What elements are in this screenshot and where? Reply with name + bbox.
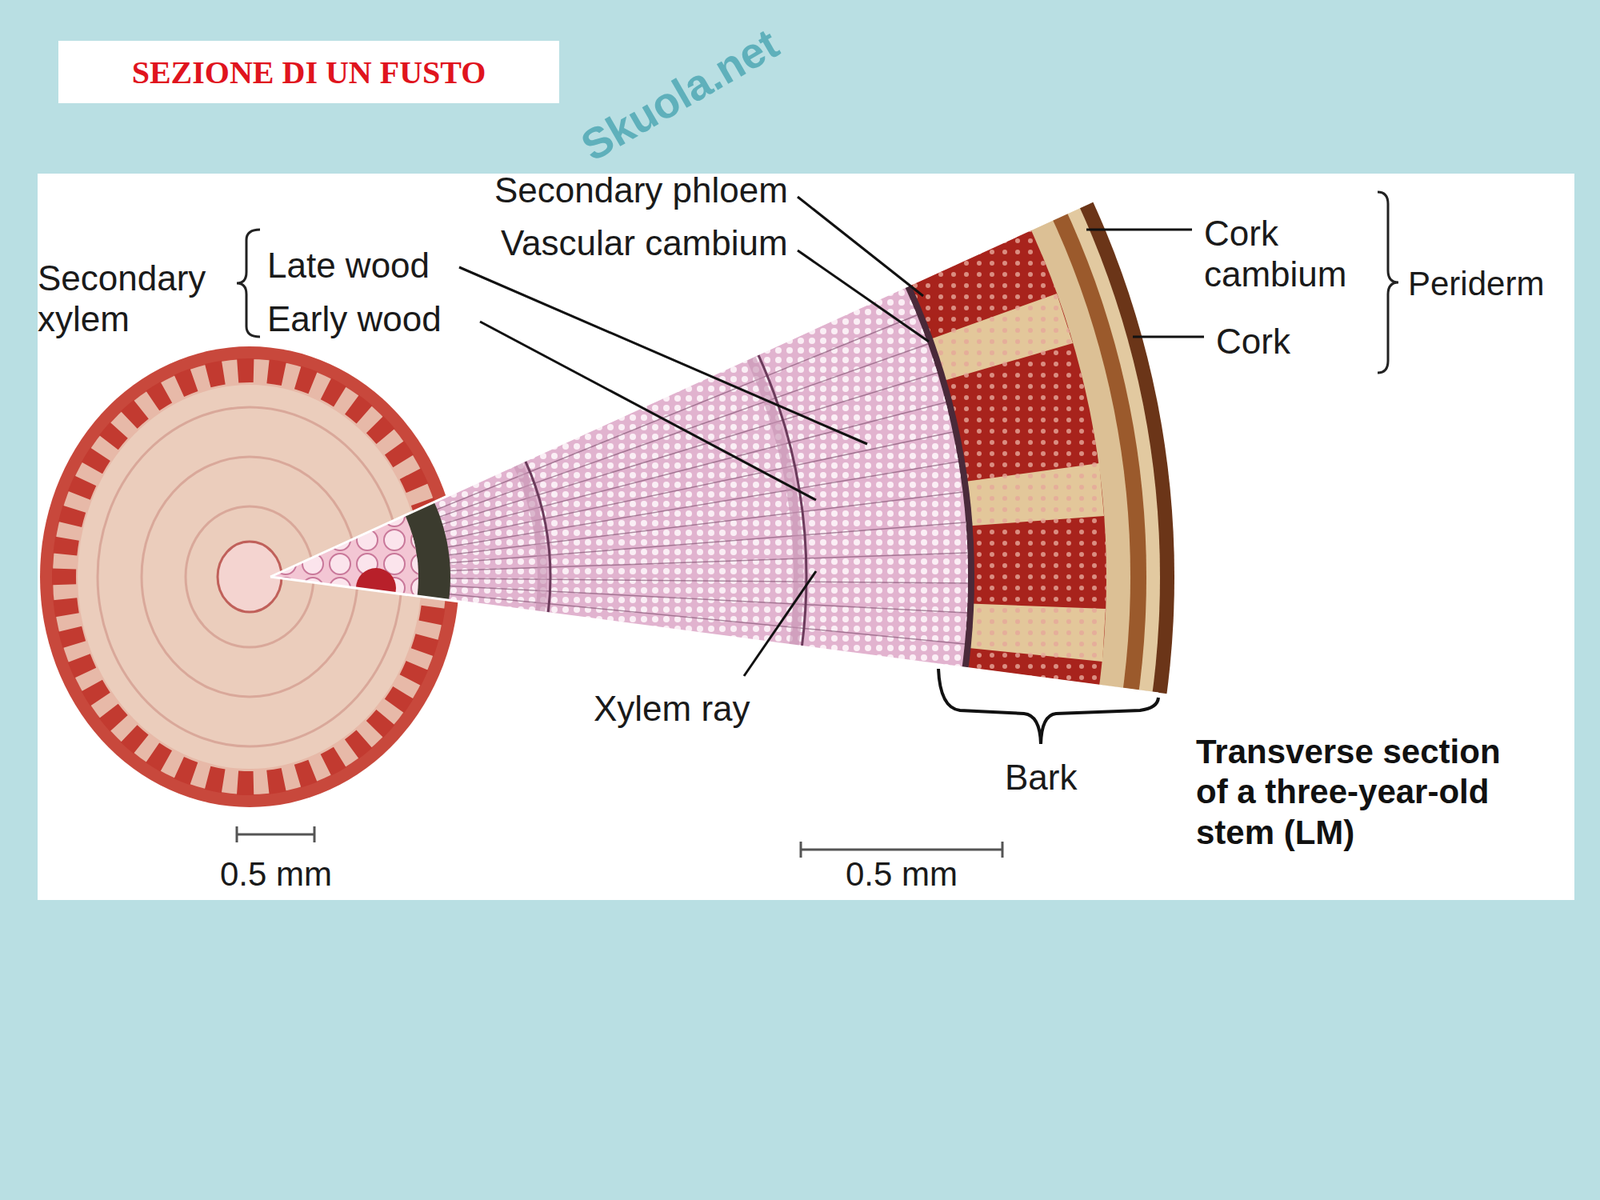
- scale-bar: [236, 826, 315, 843]
- part-label: Early wood: [267, 299, 442, 340]
- leader-lines: [459, 196, 1204, 676]
- part-label: Vascular cambium: [500, 223, 788, 264]
- title-box: SEZIONE DI UN FUSTO: [58, 40, 560, 104]
- scale-label: 0.5 mm: [220, 855, 332, 894]
- scale-label: 0.5 mm: [845, 855, 958, 894]
- part-label: Xylem ray: [593, 688, 751, 730]
- part-label: Late wood: [267, 245, 430, 287]
- brace: [1377, 192, 1399, 373]
- enlarged-wedge: [0, 0, 1175, 1200]
- whole-section: [40, 346, 460, 808]
- caption-text: Transverse section of a three-year-old s…: [1196, 732, 1516, 853]
- part-label: Cork cambium: [1204, 213, 1388, 295]
- part-label: Periderm: [1408, 264, 1544, 304]
- part-label: Bark: [1004, 757, 1077, 799]
- part-label: Secondary phloem: [494, 170, 788, 212]
- brace: [236, 229, 260, 337]
- title-text: SEZIONE DI UN FUSTO: [132, 53, 487, 92]
- part-label: Secondary xylem: [37, 258, 238, 340]
- bark-bracket: [938, 668, 1159, 744]
- watermark: Skuola.net: [572, 18, 788, 171]
- part-label: Cork: [1216, 321, 1291, 363]
